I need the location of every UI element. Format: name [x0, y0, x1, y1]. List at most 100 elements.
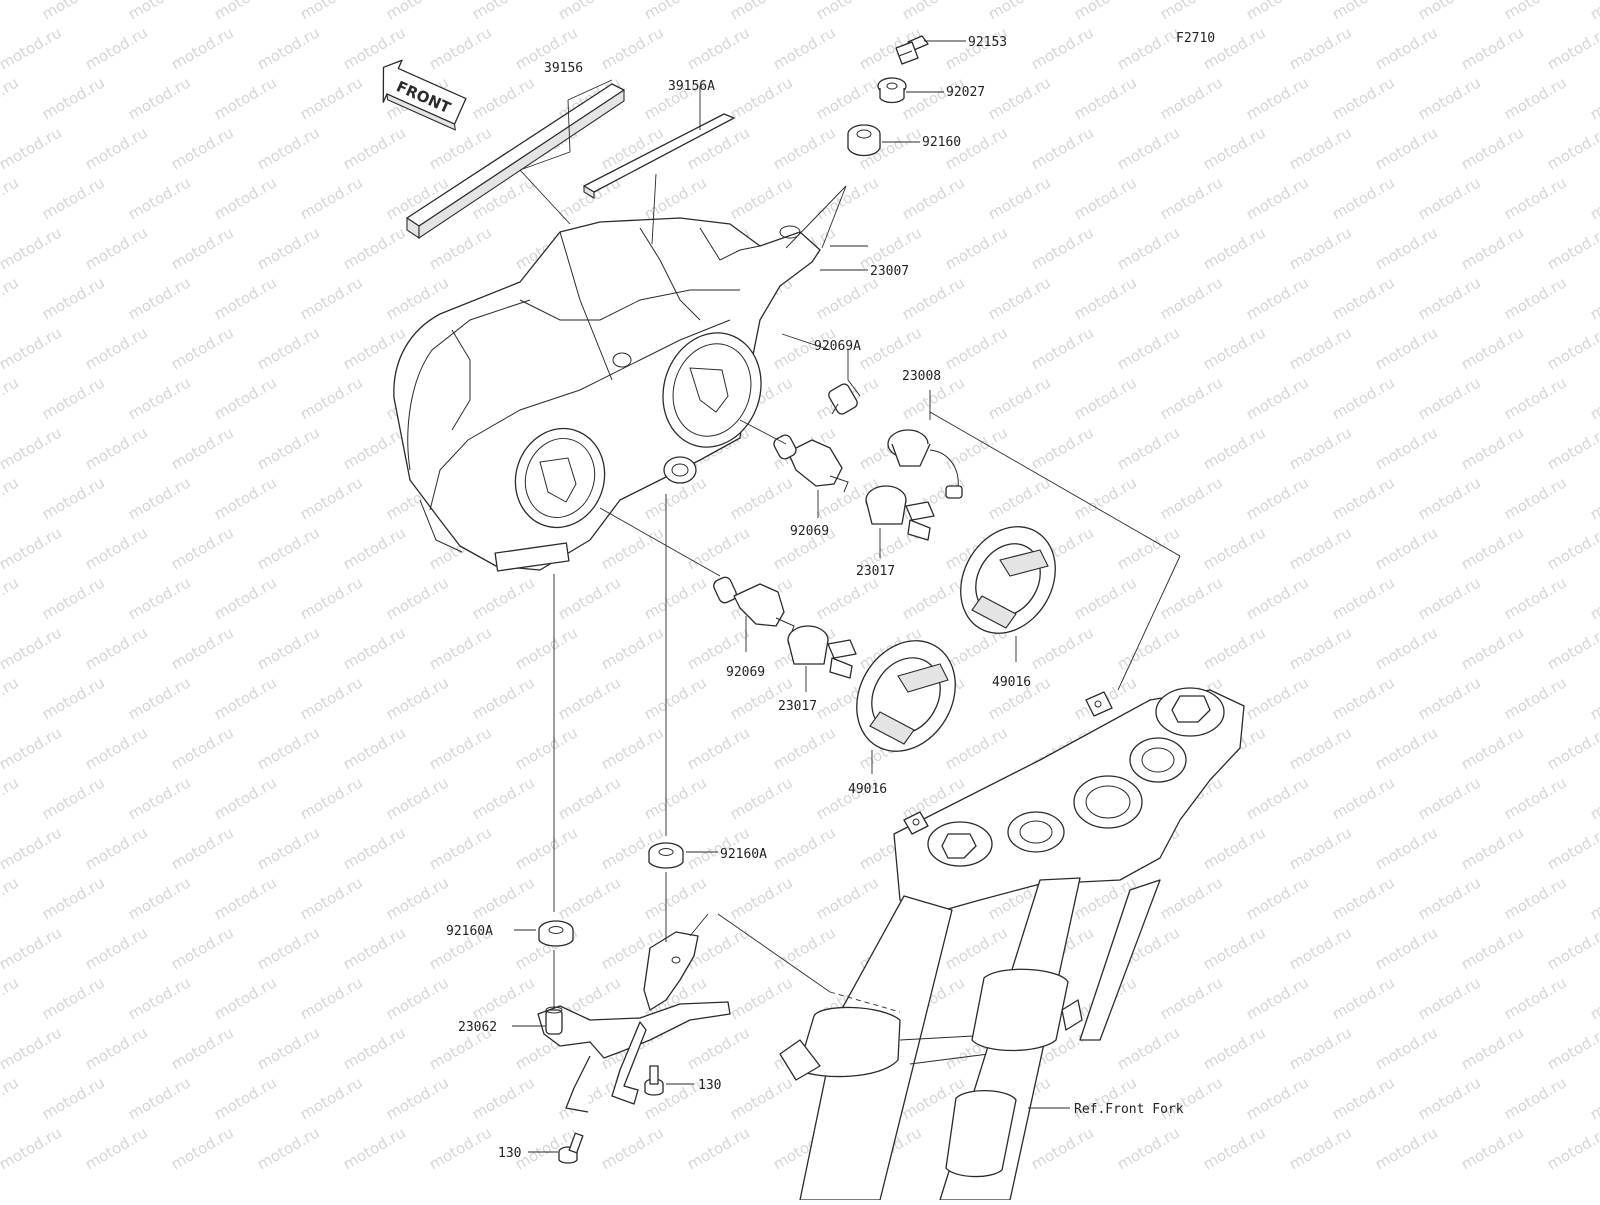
watermark-text: motod.ru: [727, 473, 796, 523]
watermark-text: motod.ru: [383, 1073, 452, 1123]
watermark-text: motod.ru: [426, 223, 495, 273]
watermark-text: motod.ru: [39, 173, 108, 223]
watermark-text: motod.ru: [254, 823, 323, 873]
watermark-text: motod.ru: [125, 973, 194, 1023]
watermark-text: motod.ru: [39, 0, 108, 23]
watermark-text: motod.ru: [1329, 673, 1398, 723]
watermark-text: motod.ru: [555, 573, 624, 623]
watermark-text: motod.ru: [340, 1023, 409, 1073]
watermark-text: motod.ru: [0, 623, 65, 673]
watermark-text: motod.ru: [555, 773, 624, 823]
watermark-text: motod.ru: [168, 323, 237, 373]
watermark-text: motod.ru: [1200, 823, 1269, 873]
watermark-text: motod.ru: [1501, 0, 1570, 23]
watermark-text: motod.ru: [426, 723, 495, 773]
watermark-text: motod.ru: [383, 0, 452, 23]
watermark-text: motod.ru: [1243, 673, 1312, 723]
watermark-text: motod.ru: [0, 23, 65, 73]
watermark-text: motod.ru: [39, 573, 108, 623]
watermark-text: motod.ru: [297, 73, 366, 123]
watermark-text: motod.ru: [1587, 173, 1600, 223]
watermark-text: motod.ru: [168, 823, 237, 873]
watermark-text: motod.ru: [82, 623, 151, 673]
watermark-text: motod.ru: [1458, 723, 1527, 773]
watermark-text: motod.ru: [899, 273, 968, 323]
watermark-text: motod.ru: [1415, 973, 1484, 1023]
watermark-text: motod.ru: [1458, 1023, 1527, 1073]
watermark-text: motod.ru: [1286, 1123, 1355, 1173]
watermark-text: motod.ru: [297, 573, 366, 623]
watermark-text: motod.ru: [39, 973, 108, 1023]
watermark-text: motod.ru: [82, 723, 151, 773]
watermark-text: motod.ru: [1458, 223, 1527, 273]
watermark-text: motod.ru: [985, 373, 1054, 423]
watermark-text: motod.ru: [1501, 273, 1570, 323]
watermark-text: motod.ru: [598, 623, 667, 673]
watermark-text: motod.ru: [211, 0, 280, 23]
watermark-text: motod.ru: [0, 523, 65, 573]
watermark-text: motod.ru: [211, 373, 280, 423]
watermark-text: motod.ru: [39, 673, 108, 723]
watermark-text: motod.ru: [426, 123, 495, 173]
watermark-text: motod.ru: [1200, 123, 1269, 173]
watermark-text: motod.ru: [168, 723, 237, 773]
watermark-text: motod.ru: [727, 0, 796, 23]
watermark-text: motod.ru: [942, 723, 1011, 773]
watermark-text: motod.ru: [340, 1123, 409, 1173]
watermark-text: motod.ru: [899, 173, 968, 223]
watermark-text: motod.ru: [512, 823, 581, 873]
watermark-text: motod.ru: [512, 723, 581, 773]
watermark-text: motod.ru: [0, 373, 22, 423]
watermark-text: motod.ru: [770, 823, 839, 873]
watermark-text: motod.ru: [1372, 823, 1441, 873]
watermark-text: motod.ru: [1071, 73, 1140, 123]
watermark-text: motod.ru: [1587, 873, 1600, 923]
watermark-text: motod.ru: [1544, 23, 1600, 73]
watermark-text: motod.ru: [1157, 73, 1226, 123]
watermark-text: motod.ru: [727, 973, 796, 1023]
watermark-text: motod.ru: [82, 823, 151, 873]
watermark-text: motod.ru: [297, 673, 366, 723]
watermark-text: motod.ru: [168, 623, 237, 673]
watermark-text: motod.ru: [1415, 73, 1484, 123]
watermark-text: motod.ru: [1114, 1023, 1183, 1073]
watermark-text: motod.ru: [1200, 423, 1269, 473]
watermark-text: motod.ru: [297, 1073, 366, 1123]
watermark-text: motod.ru: [125, 773, 194, 823]
watermark-text: motod.ru: [1587, 573, 1600, 623]
watermark-text: motod.ru: [813, 73, 882, 123]
watermark-text: motod.ru: [1372, 623, 1441, 673]
watermark-text: motod.ru: [469, 0, 538, 23]
watermark-text: motod.ru: [942, 923, 1011, 973]
watermark-text: motod.ru: [641, 173, 710, 223]
figure-code: F2710: [1176, 31, 1215, 46]
watermark-text: motod.ru: [1587, 673, 1600, 723]
collar-92027: [877, 77, 907, 104]
watermark-text: motod.ru: [684, 1023, 753, 1073]
watermark-text: motod.ru: [1329, 1073, 1398, 1123]
watermark-text: motod.ru: [254, 323, 323, 373]
label-49016-left: 49016: [848, 782, 887, 797]
front-direction-arrow-icon: FRONT: [382, 59, 467, 131]
watermark-text: motod.ru: [684, 23, 753, 73]
watermark-text: motod.ru: [39, 73, 108, 123]
grommet-92160A-left: [538, 920, 574, 947]
watermark-text: motod.ru: [1544, 723, 1600, 773]
watermark-text: motod.ru: [684, 723, 753, 773]
watermark-text: motod.ru: [0, 423, 65, 473]
watermark-text: motod.ru: [727, 73, 796, 123]
watermark-text: motod.ru: [1028, 223, 1097, 273]
watermark-text: motod.ru: [1243, 1073, 1312, 1123]
watermark-text: motod.ru: [770, 723, 839, 773]
watermark-text: motod.ru: [727, 1073, 796, 1123]
label-39156: 39156: [544, 61, 583, 76]
label-130-right: 130: [698, 1078, 721, 1093]
headlight-assembly: [393, 217, 821, 572]
watermark-text: motod.ru: [254, 1023, 323, 1073]
watermark-text: motod.ru: [125, 0, 194, 23]
watermark-text: motod.ru: [1587, 0, 1600, 23]
watermark-text: motod.ru: [0, 923, 65, 973]
watermark-text: motod.ru: [39, 473, 108, 523]
label-92069-upper: 92069: [790, 524, 829, 539]
watermark-text: motod.ru: [0, 573, 22, 623]
